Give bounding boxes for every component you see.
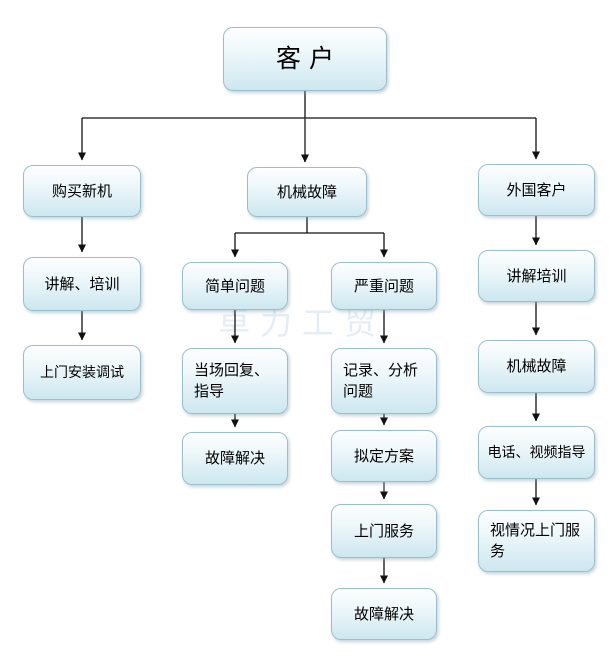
node-explain-training-right: 讲解培训 [478,250,595,302]
watermark: 卓力工贸 [218,305,387,341]
node-onsite-service: 上门服务 [331,504,437,558]
node-draft-plan: 拟定方案 [331,430,437,482]
node-simple-problem: 简单问题 [182,262,288,310]
node-mechanical-failure-right: 机械故障 [478,340,595,393]
node-onsite-reply-guidance: 当场回复、指导 [182,348,288,414]
node-buy-new-machine: 购买新机 [23,165,141,217]
node-phone-video-guidance: 电话、视频指导 [478,426,595,479]
node-explain-training-left: 讲解、培训 [23,257,141,311]
node-serious-problem: 严重问题 [331,262,437,310]
node-customer: 客户 [223,27,387,91]
node-onsite-service-as-needed: 视情况上门服务 [478,510,595,572]
node-foreign-customer: 外国客户 [478,164,595,216]
node-onsite-install-debug: 上门安装调试 [23,345,141,400]
node-problem-solved-right: 故障解决 [331,588,437,640]
node-mechanical-failure-main: 机械故障 [247,167,367,217]
node-problem-solved-left: 故障解决 [182,432,288,485]
node-record-analyze-problem: 记录、分析问题 [331,348,437,414]
